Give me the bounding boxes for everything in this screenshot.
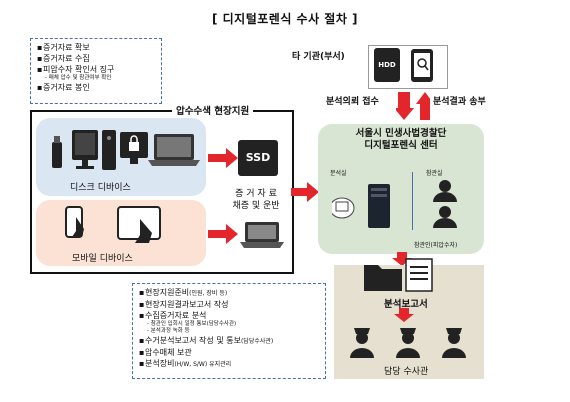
observer-label: 참관인(피압수자) (414, 242, 458, 249)
center-title: 서울시 민생사법경찰단 디지털포렌식 센터 (355, 128, 447, 151)
arrow-up-icon (416, 92, 430, 120)
arrow-down-icon (392, 252, 412, 266)
request-arrows (396, 92, 430, 120)
mobile-devices-illustration (65, 206, 161, 243)
tower-icon (102, 130, 116, 170)
checklist-subitem: - 참관인 입회시 일정 통보(담당수사관) (147, 321, 237, 327)
usb-icon (52, 142, 62, 168)
document-icon (405, 258, 433, 292)
disk-device-label: 디스크 디바이스 (70, 183, 131, 193)
lab-label: 분석실 (330, 170, 347, 177)
checklist-item: ▪현장지원준비(인원, 장비 등) (139, 288, 228, 297)
arrow-right-icon (208, 224, 238, 244)
checklist-subitem: - 매체 압수 및 참관여부 확인 (45, 75, 112, 81)
checklist-item: ▪분석장비(H/W, S/W) 유지관리 (139, 359, 232, 368)
hand-icon (135, 219, 152, 243)
arrow-right-icon (291, 182, 319, 202)
checklist-item: ▪증거자료 수집 (37, 54, 90, 63)
request-label: 분석의뢰 접수 (326, 97, 379, 107)
observer-icon (433, 180, 457, 228)
result-label: 분석결과 송부 (433, 97, 486, 107)
checklist-item: ▪압수매체 보관 (139, 348, 192, 357)
mobile-device-label: 모바일 디바이스 (72, 254, 133, 264)
checklist-item: ▪피압수자 확인서 징구 (37, 65, 115, 74)
checklist-top: ▪증거자료 확보 ▪증거자료 수집 ▪피압수자 확인서 징구 - 매체 압수 및… (30, 38, 162, 104)
investigators-icon (350, 328, 466, 358)
other-agency-devices (368, 45, 448, 89)
ssd-icon: SSD (238, 140, 278, 176)
laptop-icon (240, 222, 284, 248)
checklist-item: ▪현장지원결과보고서 작성 (139, 300, 229, 309)
report-documents-icon (364, 258, 433, 292)
checklist-item: ▪수집증거자료 분석 (139, 311, 207, 320)
checklist-bottom: ▪현장지원준비(인원, 장비 등) ▪현장지원결과보고서 작성 ▪수집증거자료 … (132, 283, 326, 379)
arrow-right-icon (208, 148, 238, 168)
page-title: [ 디지털포렌식 수사 절차 ] (211, 12, 359, 26)
tablet-icon (117, 206, 161, 240)
onsite-label: 압수수색 현장지원 (172, 103, 254, 117)
checklist-item: ▪증거자료 봉인 (37, 83, 90, 92)
checklist-item: ▪증거자료 확보 (37, 43, 90, 52)
report-label: 분석보고서 (384, 299, 428, 310)
investigator-icon (396, 328, 420, 358)
observer-room-label: 참관실 (426, 170, 443, 177)
investigator-label: 담당 수사관 (384, 367, 429, 377)
investigator-icon (350, 328, 374, 358)
divider (412, 172, 413, 230)
disk-devices-illustration (52, 130, 200, 170)
other-agency-label: 타 기관(부서) (292, 52, 345, 62)
investigator-icon (442, 328, 466, 358)
transport-label: 증 거 자 료 채증 및 운반 (232, 189, 280, 211)
arrow-down-icon (394, 308, 414, 322)
phone-search-icon (411, 49, 433, 82)
forensic-center-box (318, 124, 484, 254)
folder-icon (364, 265, 402, 291)
lab-equipment-icon (332, 184, 390, 228)
arrow-down-icon (396, 92, 414, 120)
hand-icon (72, 217, 84, 237)
hdd-icon: HDD (374, 48, 400, 82)
checklist-item: ▪수거분석보고서 작성 및 통보(담당수사관) (139, 336, 274, 345)
checklist-subitem: - 분석과정 녹화 등 (147, 328, 190, 334)
